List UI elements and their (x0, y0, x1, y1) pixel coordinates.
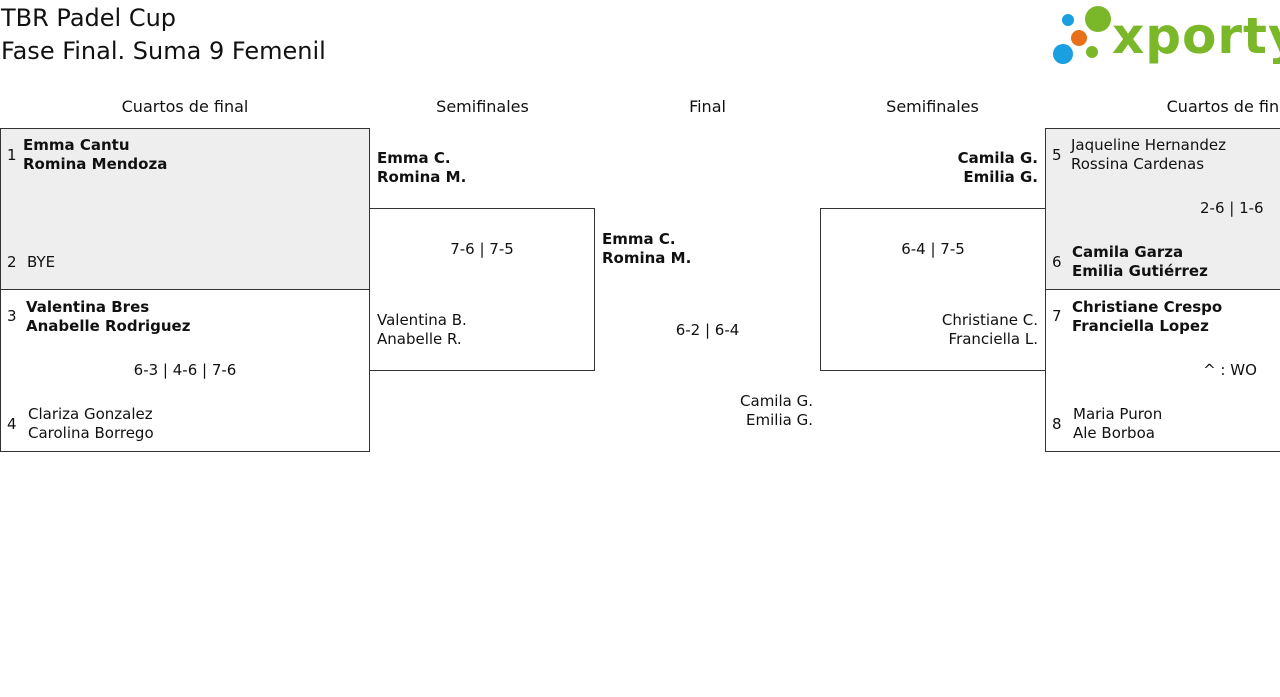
player-name: Valentina Bres (26, 298, 150, 316)
seed-number: 1 (7, 146, 17, 164)
player-name: Emilia G. (963, 168, 1038, 186)
xporty-logo[interactable]: xporty (1050, 4, 1280, 68)
player-name: Camila Garza (1072, 243, 1184, 261)
match-score: ^ : WO (1203, 361, 1257, 379)
match-left-semifinal[interactable] (369, 208, 595, 371)
player-name: Franciella L. (948, 330, 1038, 348)
match-score: 6-3 | 4-6 | 7-6 (133, 361, 237, 379)
match-left-qf-1[interactable] (0, 128, 370, 290)
tournament-subtitle: Fase Final. Suma 9 Femenil (1, 37, 326, 65)
player-name: Valentina B. (377, 311, 467, 329)
player-name: Carolina Borrego (28, 424, 154, 442)
seed-number: 5 (1052, 146, 1062, 164)
seed-number: 6 (1052, 253, 1062, 271)
player-name: Ale Borboa (1073, 424, 1155, 442)
round-header-left-semifinals: Semifinales (436, 97, 529, 116)
player-name: Jaqueline Hernandez (1071, 136, 1226, 154)
seed-number: 3 (7, 307, 17, 325)
logo-dots-icon (1053, 6, 1111, 64)
seed-number: 7 (1052, 307, 1062, 325)
seed-number: 2 (7, 253, 17, 271)
player-name: Christiane Crespo (1072, 298, 1223, 316)
tournament-title: TBR Padel Cup (1, 4, 177, 32)
round-header-right-semifinals: Semifinales (886, 97, 979, 116)
match-score: 6-4 | 7-5 (901, 240, 965, 258)
player-name: Anabelle R. (377, 330, 462, 348)
player-name: BYE (27, 253, 56, 271)
player-name: Christiane C. (941, 311, 1038, 329)
player-name: Romina M. (377, 168, 467, 186)
match-score: 6-2 | 6-4 (675, 321, 740, 339)
match-score: 2-6 | 1-6 (1200, 199, 1264, 217)
player-name: Clariza Gonzalez (28, 405, 153, 423)
match-right-qf-1[interactable] (1045, 128, 1280, 290)
seed-number: 4 (7, 415, 17, 433)
player-name: Maria Puron (1073, 405, 1163, 423)
logo-wordmark: xporty (1112, 7, 1280, 65)
round-header-left-quarterfinals: Cuartos de final (121, 97, 249, 116)
player-name: Emilia Gutiérrez (1072, 262, 1208, 280)
player-name: Romina Mendoza (23, 155, 168, 173)
match-right-qf-2[interactable] (1045, 289, 1280, 452)
match-score: 7-6 | 7-5 (450, 240, 514, 258)
seed-number: 8 (1052, 415, 1062, 433)
round-header-right-quarterfinals: Cuartos de final (1166, 97, 1280, 116)
player-name: Emilia G. (746, 411, 813, 429)
round-header-final: Final (689, 97, 726, 116)
player-name: Franciella Lopez (1072, 317, 1209, 335)
player-name: Romina M. (602, 249, 692, 267)
player-name: Anabelle Rodriguez (26, 317, 191, 335)
player-name: Emma C. (602, 230, 676, 248)
player-name: Emma C. (377, 149, 451, 167)
player-name: Camila G. (740, 392, 813, 410)
player-name: Rossina Cardenas (1071, 155, 1205, 173)
player-name: Emma Cantu (23, 136, 130, 154)
player-name: Camila G. (957, 149, 1038, 167)
